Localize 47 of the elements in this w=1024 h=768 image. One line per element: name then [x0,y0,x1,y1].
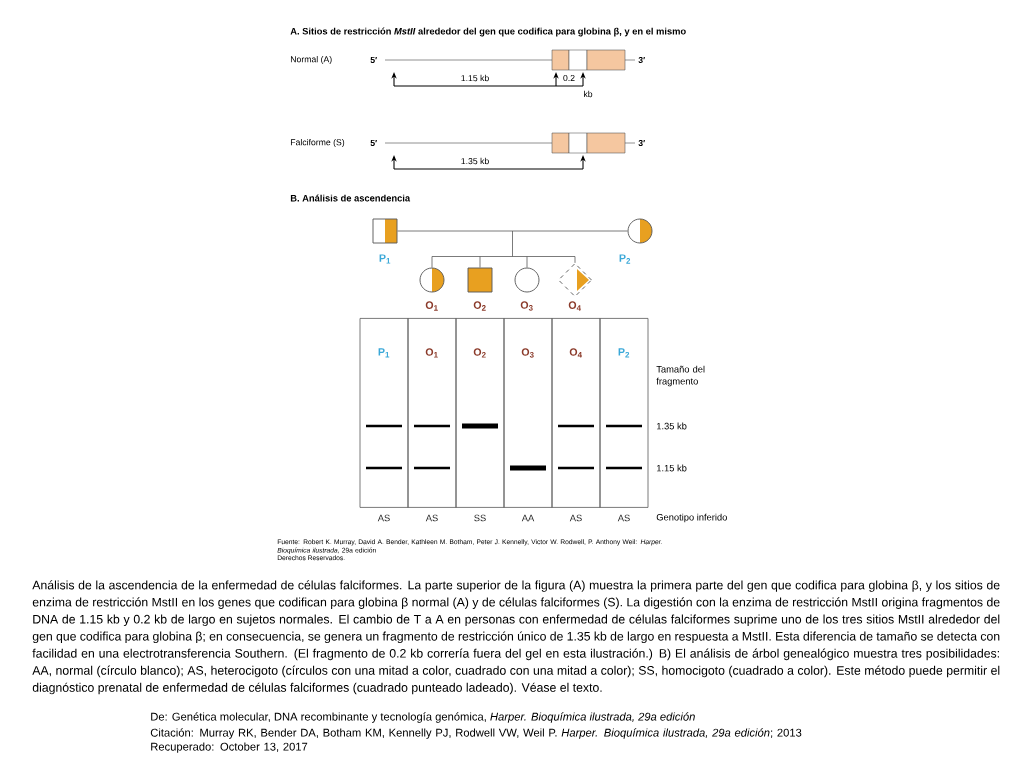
gel-lane: P$_{1}$ [359,318,409,508]
gel-lane: O$_{4}$ [551,318,601,508]
pedigree-line [431,256,433,268]
gel-lane: O$_{3}$ [503,318,553,508]
symbol-label: O$_{2}$ [473,301,486,311]
genotype-label: AS [425,514,438,522]
strand-end-label: 5′ [370,57,377,64]
fragment-size-label: 0.2 [563,74,575,82]
pedigree-line [397,230,628,257]
pedigree-square [372,218,398,244]
citation-text: Citación: Murray RK, Bender DA, Botham KM, Kennelly PJ, Rodwell VW, Weil P. Harper. Bioquímica ilustrada, 29a edición; 2013 Recuperado: October 13, 2017 [150,728,802,753]
strand-end-label: 3′ [638,56,645,64]
pedigree-line [574,256,576,264]
symbol-label: O$_{1}$ [425,301,438,311]
band-size-label: 1.35 kb [657,422,687,430]
fragment-size-label: 1.35 kb [461,157,489,165]
genotype-label: AS [617,514,630,522]
pedigree-line [526,256,528,268]
genotype-label: AS [569,514,582,522]
pedigree-circle [419,267,445,293]
pedigree-line [479,256,481,268]
genotype-label: AS [377,514,390,522]
section-heading: A. Sitios de restricción MstII alrededor del gen que codifica para globina β, y en el mismo [290,27,686,37]
row-label: Normal (A) [291,55,332,65]
pedigree-square [467,267,493,293]
row-label: Falciforme (S) [291,138,345,148]
symbol-label: O$_{4}$ [568,301,581,311]
fragment-size-label: 1.15 kb [461,74,489,82]
gel-lane: O$_{2}$ [455,318,505,508]
band-size-label: 1.15 kb [657,464,687,472]
gel-lane: O$_{1}$ [407,318,457,508]
gel-lane: P$_{2}$ [599,318,649,508]
genotype-label: AA [521,514,535,522]
axis-label: Genotipo inferido [656,513,727,523]
strand-end-label: 3′ [638,139,645,147]
genotype-label: SS [474,514,486,522]
pedigree-diamond [558,263,592,297]
fragment-size-label: kb [584,90,593,98]
strand-end-label: 5′ [370,140,377,147]
symbol-label: P$_{2}$ [619,254,631,264]
pedigree-circle [514,267,540,293]
pedigree-circle [627,218,653,244]
symbol-label: O$_{3}$ [520,301,533,311]
caption: Análisis de la ascendencia de la enfermedad de células falciformes. La parte superior de la figura (A) muestra la primera parte del gen que codifica para globina β, y los sitios de enzima de restricción MstII en los genes que codifican para globina β normal (A) y de células falciformes (S). La digestión con la enzima de restricción MstII origina fragmentos de DNA de 1.15 kb y 0.2 kb de largo en sujetos normales. El cambio de T a A en personas con enfermedad de células falciformes suprime uno de los tres sitios MstII alrededor del gen que codifica para globina β; en consecuencia, se genera un fragmento de restricción único de 1.35 kb de largo en respuesta a MstII. Esta diferencia de tamaño se detecta con facilidad en una electrotransferencia Southern. (El fragmento de 0.2 kb correría fuera del gel en esta ilustración.) B) El análisis de árbol genealógico muestra tres posibilidades: AA, normal (círculo blanco); AS, heterocigoto (círculos con una mitad a color, cuadrado con una mitad a color); SS, homocigoto (cuadrado a color). Este método puede permitir el diagnóstico prenatal de enfermedad de células falciformes (cuadrado punteado ladeado). Véase el texto. [32,580,1000,695]
citation-text: De: Genética molecular, DNA recombinante y tecnología genómica, Harper. Bioquímica ilustrada, 29a edición [151,712,695,723]
symbol-label: P$_{1}$ [379,254,391,264]
section-heading: B. Análisis de ascendencia [290,194,411,202]
